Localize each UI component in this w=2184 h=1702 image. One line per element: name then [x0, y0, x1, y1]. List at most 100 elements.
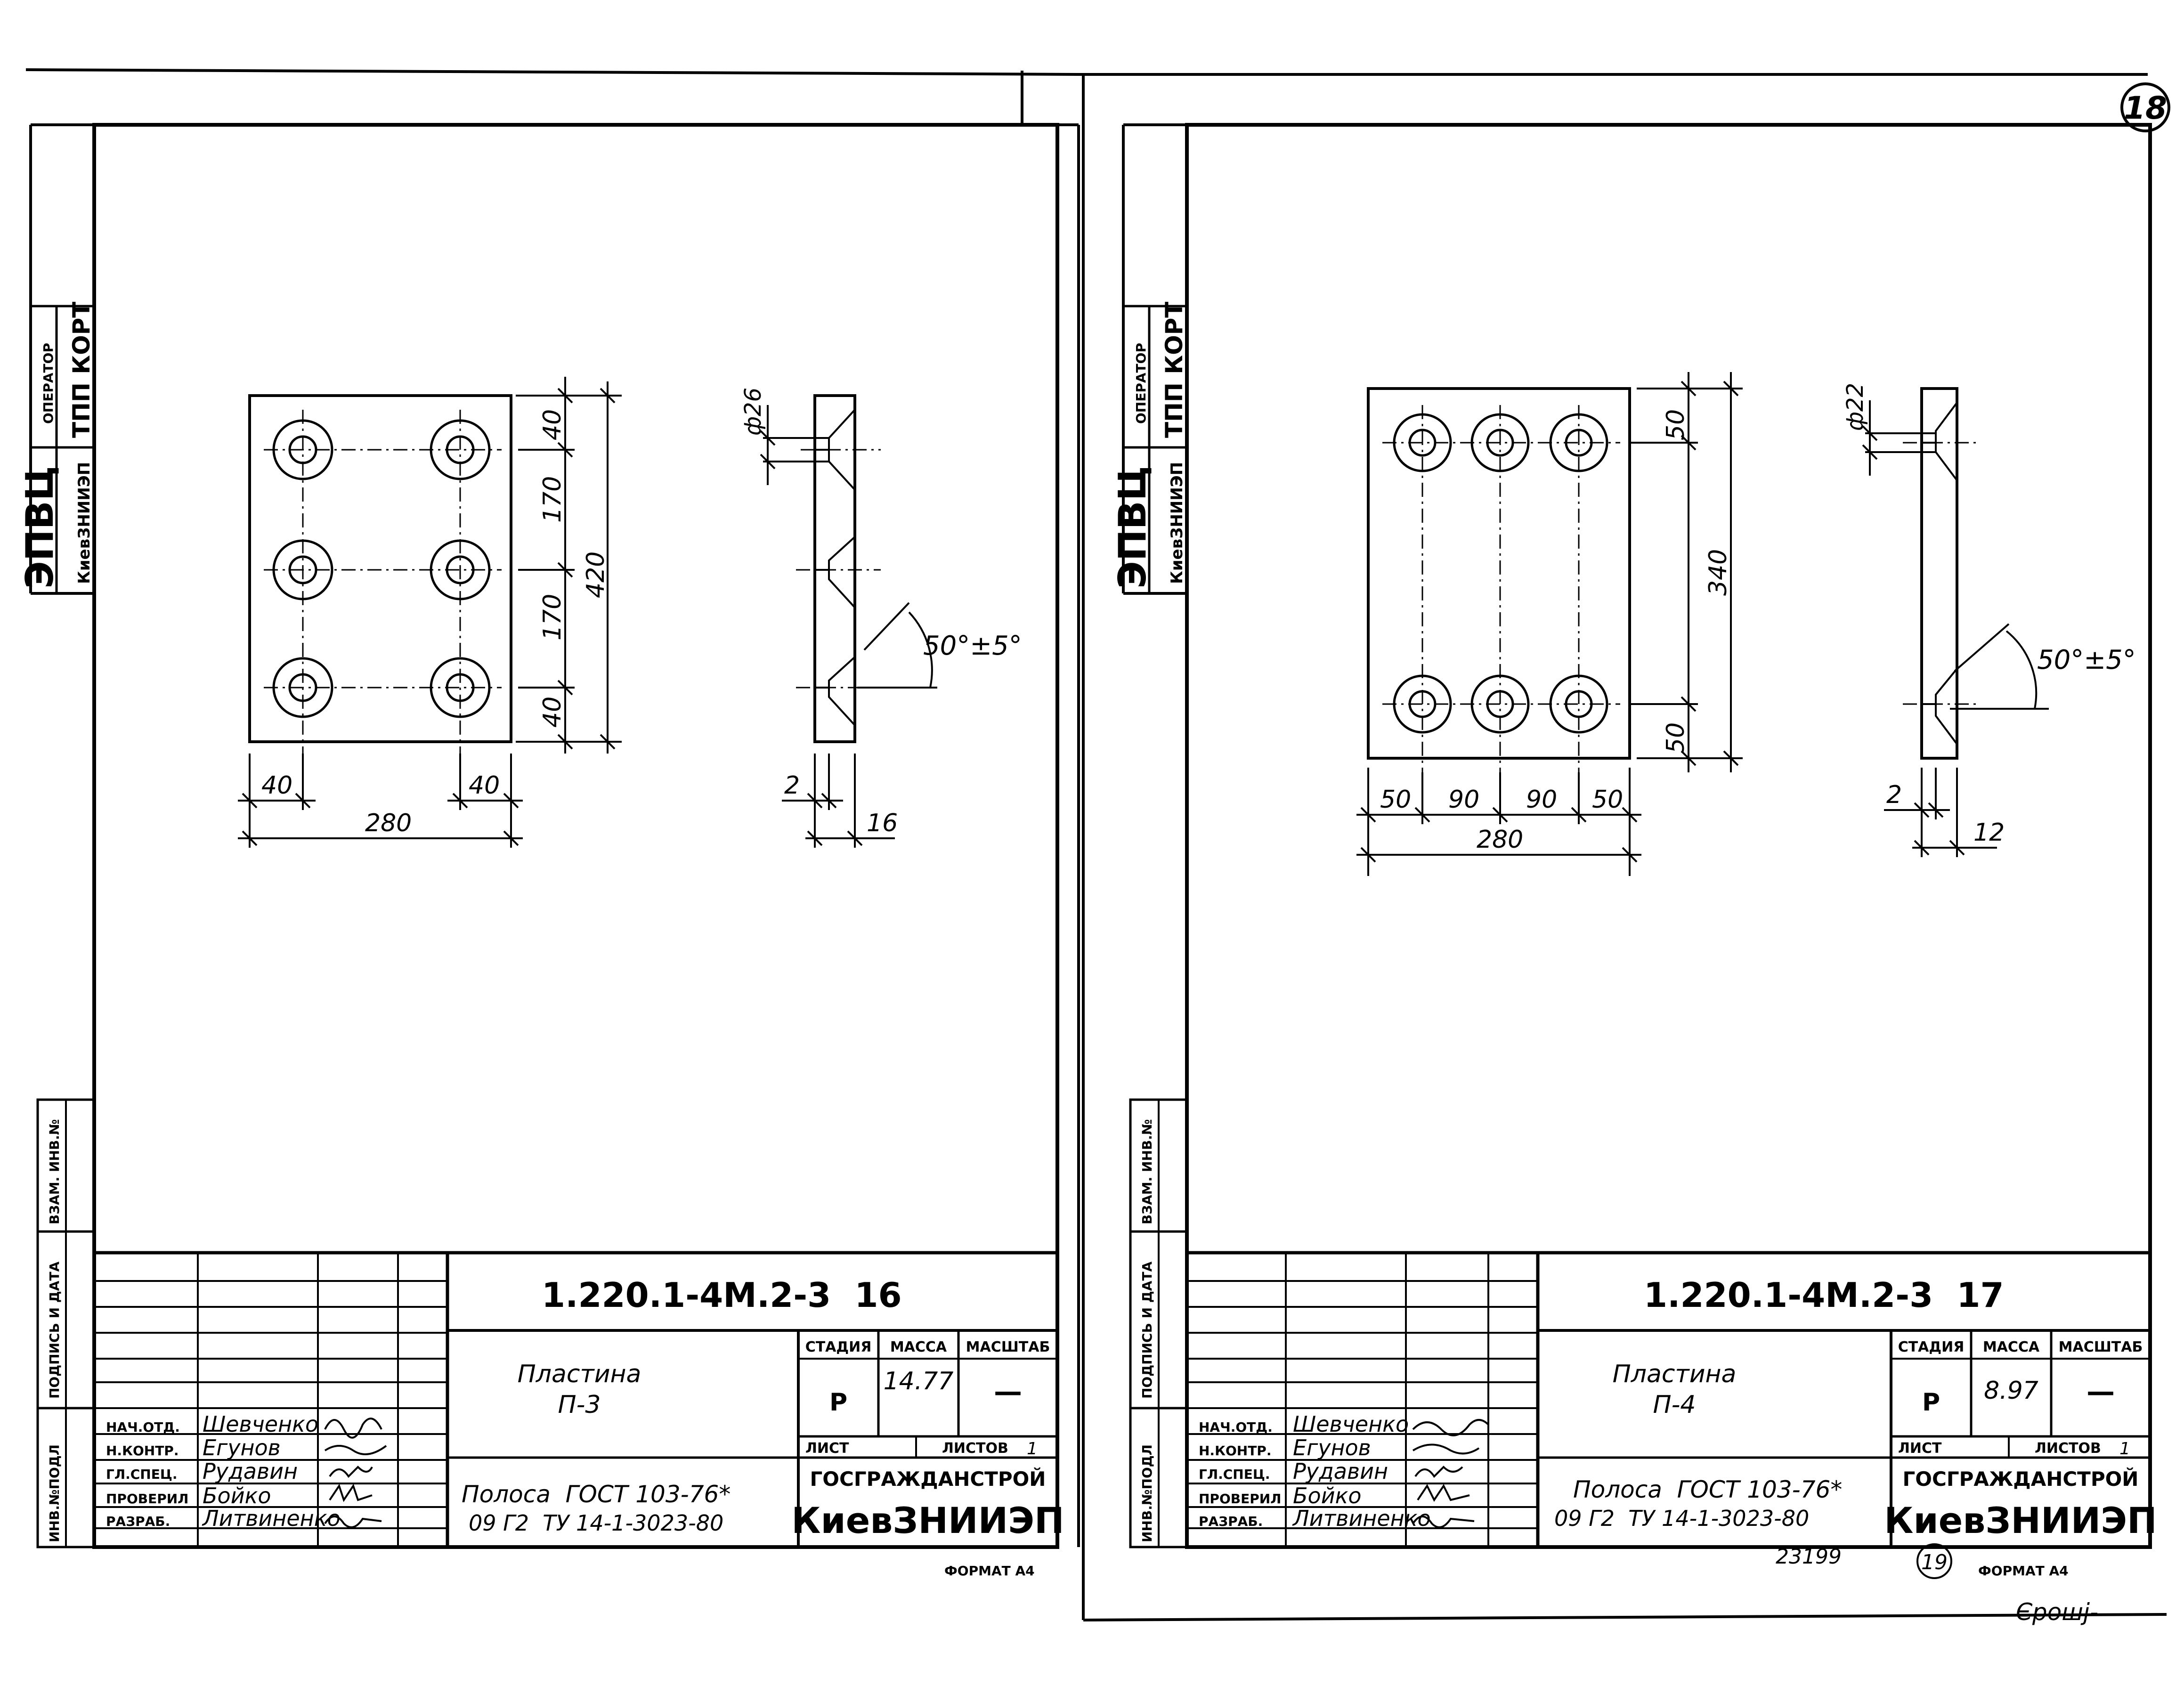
- left-role-5: РАЗРАБ.: [106, 1514, 170, 1529]
- right-operator-label: ОПЕРАТОР: [1133, 343, 1149, 424]
- left-roles: НАЧ.ОТД. Шевченко Н.КОНТР. Егунов ГЛ.СПЕ…: [106, 1411, 341, 1531]
- right-role-3: ГЛ.СПЕЦ.: [1199, 1467, 1270, 1482]
- right-role-name-1: Шевченко: [1293, 1411, 1409, 1437]
- right-org-1: ГОСГРАЖДАНСТРОЙ: [1903, 1467, 2139, 1491]
- right-scale-value: —: [2087, 1375, 2115, 1408]
- right-role-5: РАЗРАБ.: [1199, 1514, 1263, 1529]
- left-mass-value: 14.77: [884, 1367, 954, 1395]
- left-item-name-2: П-3: [558, 1391, 601, 1419]
- left-role-3: ГЛ.СПЕЦ.: [106, 1467, 177, 1482]
- right-role-name-5: Литвиненко: [1292, 1506, 1431, 1531]
- right-material-1: Полоса ГОСТ 103-76*: [1573, 1476, 1842, 1503]
- right-thickness: 12: [1973, 819, 2005, 847]
- left-col-stage: СТАДИЯ: [805, 1339, 872, 1355]
- right-side-org: ЭПВЦ: [1111, 466, 1154, 589]
- page-number-badge: 18: [2120, 82, 2170, 132]
- left-role-4: ПРОВЕРИЛ: [106, 1491, 188, 1507]
- right-dim-bottom-1: 50: [1380, 786, 1411, 814]
- left-inv-label: ИНВ.№ПОДЛ: [47, 1444, 62, 1542]
- right-doc-code: 1.220.1-4М.2-3 17: [1644, 1275, 2004, 1315]
- left-plate-section-view: [760, 394, 937, 848]
- right-operator-value: ТПП КОРТ: [1161, 302, 1188, 438]
- left-operator-label: ОПЕРАТОР: [41, 343, 56, 424]
- left-dim-total-width: 280: [365, 809, 412, 837]
- left-signatures: [324, 1418, 387, 1528]
- right-dim-right-1: 50: [1662, 409, 1690, 440]
- left-sheets-label: ЛИСТОВ: [942, 1440, 1008, 1457]
- left-title-block-grid: [94, 1251, 1057, 1547]
- right-sheet-label: ЛИСТ: [1898, 1440, 1942, 1457]
- sheet-right: [1122, 123, 2152, 1549]
- right-plate-section-view: [1862, 387, 2049, 857]
- sheet-stamp-badge: 19: [1916, 1543, 1952, 1579]
- left-plate-front-view: [238, 377, 622, 848]
- right-dim-bottom-2: 90: [1448, 786, 1479, 814]
- left-scale-value: —: [994, 1375, 1022, 1408]
- left-item-name-1: Пластина: [518, 1360, 641, 1388]
- right-roles: НАЧ.ОТД. Шевченко Н.КОНТР. Егунов ГЛ.СПЕ…: [1199, 1411, 1431, 1531]
- sheet-stamp: 19: [1921, 1550, 1948, 1574]
- right-item-name-1: Пластина: [1613, 1360, 1737, 1388]
- right-plate-front-view: [1356, 372, 1743, 876]
- right-sheets-label: ЛИСТОВ: [2035, 1440, 2101, 1457]
- left-dim-right-1: 40: [538, 409, 567, 440]
- right-role-name-3: Рудавин: [1293, 1459, 1388, 1484]
- right-org-2: КиевЗНИИЭП: [1884, 1499, 2157, 1541]
- right-signatures: [1412, 1419, 1489, 1528]
- left-stage-value: Р: [829, 1388, 847, 1417]
- right-side-suborg: КиевЗНИИЭП: [1168, 462, 1186, 584]
- right-item-name-2: П-4: [1653, 1391, 1696, 1419]
- left-section-gap: 2: [784, 771, 800, 800]
- left-dim-right-4: 40: [538, 697, 567, 728]
- right-inv-label: ИНВ.№ПОДЛ: [1139, 1444, 1155, 1542]
- right-dim-bottom-3: 90: [1526, 786, 1557, 814]
- left-angle-label: 50°±5°: [923, 631, 1022, 661]
- left-col-mass: МАССА: [890, 1339, 947, 1355]
- right-material-2: 09 Г2 ТУ 14-1-3023-80: [1554, 1506, 1809, 1531]
- outer-frame: [25, 68, 2167, 1621]
- left-dim-right-3: 170: [538, 594, 567, 640]
- left-dim-bottom-1: 40: [261, 771, 292, 800]
- handwritten-mark: Єрошј-: [2016, 1598, 2098, 1626]
- left-dim-right-2: 170: [538, 476, 567, 523]
- right-dim-right-2: 340: [1704, 549, 1732, 596]
- left-role-name-3: Рудавин: [203, 1459, 298, 1484]
- left-org-2: КиевЗНИИЭП: [791, 1499, 1064, 1541]
- right-vzam-label: ВЗАМ. ИНВ.№: [1139, 1119, 1155, 1224]
- right-podpis-label: ПОДПИСЬ И ДАТА: [1139, 1261, 1155, 1399]
- left-material-2: 09 Г2 ТУ 14-1-3023-80: [469, 1510, 723, 1536]
- left-format: ФОРМАТ А4: [944, 1563, 1035, 1579]
- left-role-1: НАЧ.ОТД.: [106, 1419, 180, 1435]
- page-number: 18: [2124, 90, 2167, 126]
- right-role-1: НАЧ.ОТД.: [1199, 1419, 1273, 1435]
- sheet-left: [29, 123, 1080, 1549]
- left-vzam-label: ВЗАМ. ИНВ.№: [47, 1119, 62, 1224]
- left-role-name-5: Литвиненко: [202, 1506, 341, 1531]
- left-operator-value: ТПП КОРТ: [68, 302, 95, 438]
- right-dim-right-3: 50: [1662, 722, 1690, 754]
- right-role-4: ПРОВЕРИЛ: [1199, 1491, 1281, 1507]
- right-dim-bottom-4: 50: [1592, 786, 1623, 814]
- right-sheets-count: 1: [2119, 1439, 2130, 1459]
- left-role-name-2: Егунов: [203, 1435, 281, 1460]
- left-material-1: Полоса ГОСТ 103-76*: [462, 1481, 731, 1508]
- left-role-name-1: Шевченко: [203, 1411, 318, 1437]
- left-dim-bottom-2: 40: [469, 771, 500, 800]
- left-sheet-label: ЛИСТ: [805, 1440, 849, 1457]
- left-role-2: Н.КОНТР.: [106, 1443, 179, 1459]
- right-role-2: Н.КОНТР.: [1199, 1443, 1271, 1459]
- left-org-1: ГОСГРАЖДАНСТРОЙ: [810, 1467, 1046, 1491]
- right-col-scale: МАСШТАБ: [2059, 1339, 2143, 1355]
- right-title-block-grid: [1187, 1251, 2150, 1547]
- left-side-suborg: КиевЗНИИЭП: [75, 462, 94, 584]
- left-doc-code: 1.220.1-4М.2-3 16: [542, 1275, 902, 1315]
- left-thickness: 16: [867, 809, 898, 837]
- left-dim-total-height: 420: [582, 551, 610, 598]
- right-dim-total-width: 280: [1477, 826, 1523, 854]
- right-section-gap: 2: [1886, 781, 1902, 809]
- left-role-name-4: Бойко: [203, 1483, 271, 1508]
- right-role-name-2: Егунов: [1293, 1435, 1371, 1460]
- right-mass-value: 8.97: [1984, 1377, 2038, 1405]
- archive-number: 23199: [1776, 1545, 1842, 1569]
